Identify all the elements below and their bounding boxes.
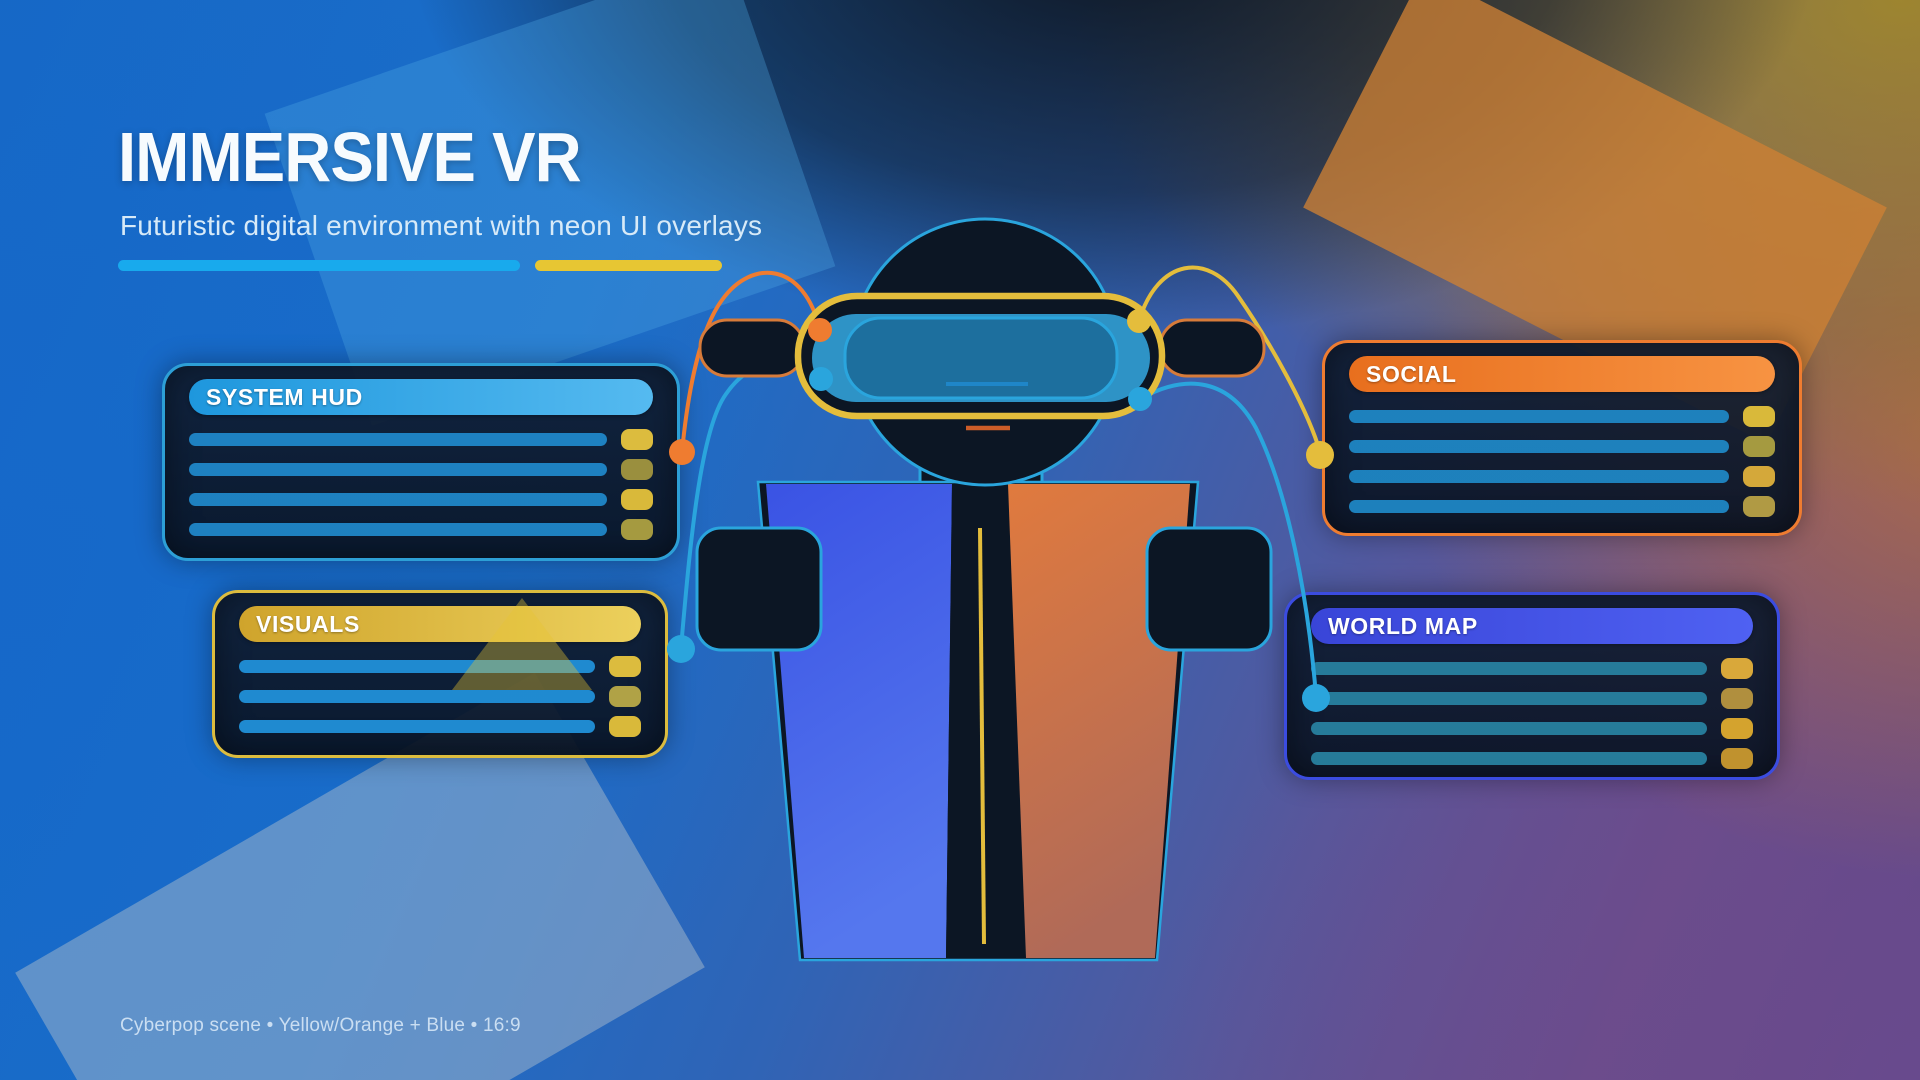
row-pill-button (609, 715, 641, 737)
row-line (189, 432, 607, 446)
panel-visuals-label: VISUALS (256, 610, 360, 637)
row-line (1311, 751, 1707, 765)
panel-world-map-rows (1311, 657, 1753, 769)
row-pill-button (1743, 405, 1775, 427)
panel-visuals-rows (239, 655, 641, 737)
panel-social: SOCIAL (1322, 340, 1802, 536)
row-line (1311, 661, 1707, 675)
row-pill-button (621, 518, 653, 540)
panel-row (189, 428, 653, 450)
panel-row (189, 458, 653, 480)
panel-social-rows (1349, 405, 1775, 517)
panel-row (1349, 405, 1775, 427)
panel-row (189, 488, 653, 510)
row-line (1349, 409, 1729, 423)
row-pill-button (1721, 717, 1753, 739)
panel-world-map: WORLD MAP (1284, 592, 1780, 780)
panel-system-hud-header: SYSTEM HUD (189, 379, 653, 415)
row-pill-button (621, 428, 653, 450)
row-line (1349, 469, 1729, 483)
panel-social-label: SOCIAL (1366, 360, 1457, 387)
row-line (1311, 721, 1707, 735)
row-pill-button (621, 488, 653, 510)
panel-system-hud-rows (189, 428, 653, 540)
panel-row (1349, 495, 1775, 517)
page-title: IMMERSIVE VR (118, 118, 582, 196)
row-pill-button (609, 685, 641, 707)
footer-caption: Cyberpop scene • Yellow/Orange + Blue • … (120, 1015, 521, 1036)
panel-row (239, 715, 641, 737)
panel-visuals-header: VISUALS (239, 606, 641, 642)
accent-bar-cyan (118, 260, 520, 271)
panel-row (1311, 747, 1753, 769)
panel-row (1349, 465, 1775, 487)
row-line (239, 659, 595, 673)
row-line (1349, 499, 1729, 513)
panel-row (189, 518, 653, 540)
panel-row (1349, 435, 1775, 457)
row-pill-button (1721, 687, 1753, 709)
panel-social-header: SOCIAL (1349, 356, 1775, 392)
row-line (1311, 691, 1707, 705)
header-block: IMMERSIVE VR Futuristic digital environm… (118, 122, 762, 271)
row-pill-button (621, 458, 653, 480)
row-pill-button (1743, 465, 1775, 487)
page-subtitle: Futuristic digital environment with neon… (120, 210, 763, 241)
row-line (239, 689, 595, 703)
row-pill-button (1721, 747, 1753, 769)
row-pill-button (1743, 435, 1775, 457)
row-line (1349, 439, 1729, 453)
panel-row (239, 655, 641, 677)
panel-visuals: VISUALS (212, 590, 668, 758)
panel-system-hud: SYSTEM HUD (162, 363, 680, 561)
panel-row (239, 685, 641, 707)
row-line (189, 522, 607, 536)
panel-row (1311, 657, 1753, 679)
row-pill-button (1743, 495, 1775, 517)
row-line (239, 719, 595, 733)
accent-bars (118, 260, 762, 271)
accent-bar-yellow (535, 260, 722, 271)
row-pill-button (1721, 657, 1753, 679)
panel-row (1311, 687, 1753, 709)
row-line (189, 462, 607, 476)
panel-row (1311, 717, 1753, 739)
panel-world-map-header: WORLD MAP (1311, 608, 1753, 644)
row-pill-button (609, 655, 641, 677)
row-line (189, 492, 607, 506)
panel-world-map-label: WORLD MAP (1328, 612, 1478, 639)
panel-system-hud-label: SYSTEM HUD (206, 383, 363, 410)
